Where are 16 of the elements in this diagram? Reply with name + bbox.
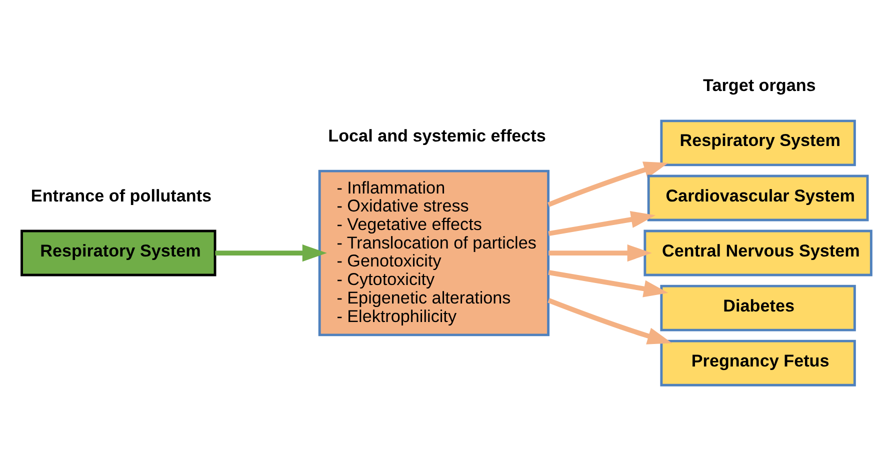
arrow	[548, 298, 672, 344]
arrow	[548, 211, 656, 236]
node-box: - Inflammation - Oxidative stress - Vegetative effects - Translocation of particles - Genotoxicity - Cytotoxicity - Epigenetic alterations - Elektrophilicity	[318, 170, 550, 336]
node-box: Respiratory System	[20, 230, 216, 276]
node-box: Diabetes	[660, 284, 856, 332]
label: Target organs	[703, 76, 816, 96]
node-box: Cardiovascular System	[647, 174, 869, 222]
node-box: Central Nervous System	[644, 230, 872, 276]
arrow	[548, 244, 652, 262]
label: Local and systemic effects	[328, 126, 546, 146]
arrow	[548, 162, 668, 207]
label: Entrance of pollutants	[30, 186, 212, 206]
arrow	[548, 270, 668, 298]
node-box: Pregnancy Fetus	[660, 340, 856, 386]
arrow	[215, 244, 327, 262]
node-box: Respiratory System	[660, 120, 856, 166]
